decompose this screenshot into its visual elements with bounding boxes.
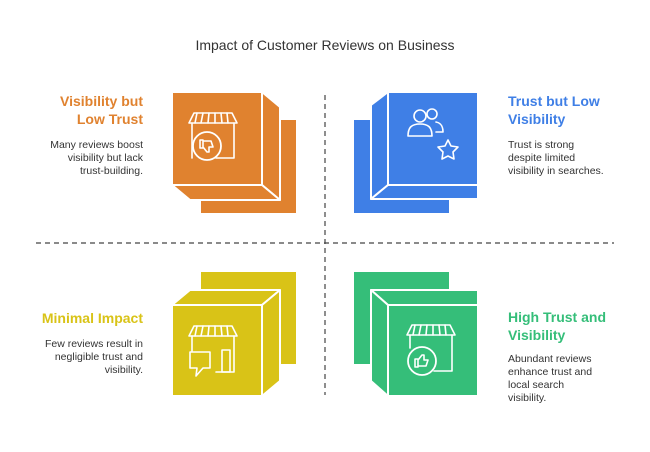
quadrant-top-left-heading: Visibility but Low Trust (60, 92, 143, 128)
description-line: Abundant reviews (508, 353, 592, 365)
description-line: local search (508, 379, 565, 391)
description-line: visibility. (104, 364, 143, 376)
block-top-right (352, 91, 479, 215)
quadrant-top-right-heading: Trust but Low Visibility (508, 92, 600, 128)
storefront-thumbs-down-icon (188, 112, 238, 161)
description-line: enhance trust and (508, 366, 593, 378)
description-line: Few reviews result in (44, 338, 143, 350)
heading-line: Low Trust (76, 111, 143, 127)
heading-line: High Trust and (508, 309, 606, 325)
heading-line: Visibility (508, 111, 566, 127)
block-top-left (171, 91, 298, 215)
heading-line: Visibility but (60, 93, 143, 109)
block-bottom-left (171, 270, 298, 397)
quadrant-bottom-right-heading: High Trust and Visibility (508, 308, 606, 344)
quadrant-top-left-description: Many reviews boost visibility but lack t… (50, 139, 143, 178)
heading-line: Trust but Low (508, 93, 600, 109)
description-line: visibility. (508, 392, 547, 404)
quadrant-bottom-right-description: Abundant reviews enhance trust and local… (508, 353, 592, 405)
diagram-title: Impact of Customer Reviews on Business (195, 37, 455, 53)
heading-line: Visibility (508, 327, 566, 343)
quadrant-bottom-left-heading: Minimal Impact (42, 309, 143, 327)
heading-line: Minimal Impact (41, 310, 143, 326)
block-bottom-right (352, 270, 479, 397)
description-line: trust-building. (79, 165, 143, 177)
users-star-icon (407, 108, 459, 160)
description-line: visibility but lack (67, 152, 143, 164)
description-line: Trust is strong (508, 139, 575, 151)
description-line: visibility in searches. (508, 165, 604, 177)
storefront-thumbs-up-icon (406, 324, 456, 376)
storefront-chat-icon (188, 325, 238, 377)
quadrant-bottom-left-description: Few reviews result in negligible trust a… (45, 338, 143, 377)
quadrant-top-right-description: Trust is strong despite limited visibili… (508, 139, 604, 178)
description-line: despite limited (508, 152, 576, 164)
description-line: Many reviews boost (50, 139, 143, 151)
description-line: negligible trust and (54, 351, 143, 363)
